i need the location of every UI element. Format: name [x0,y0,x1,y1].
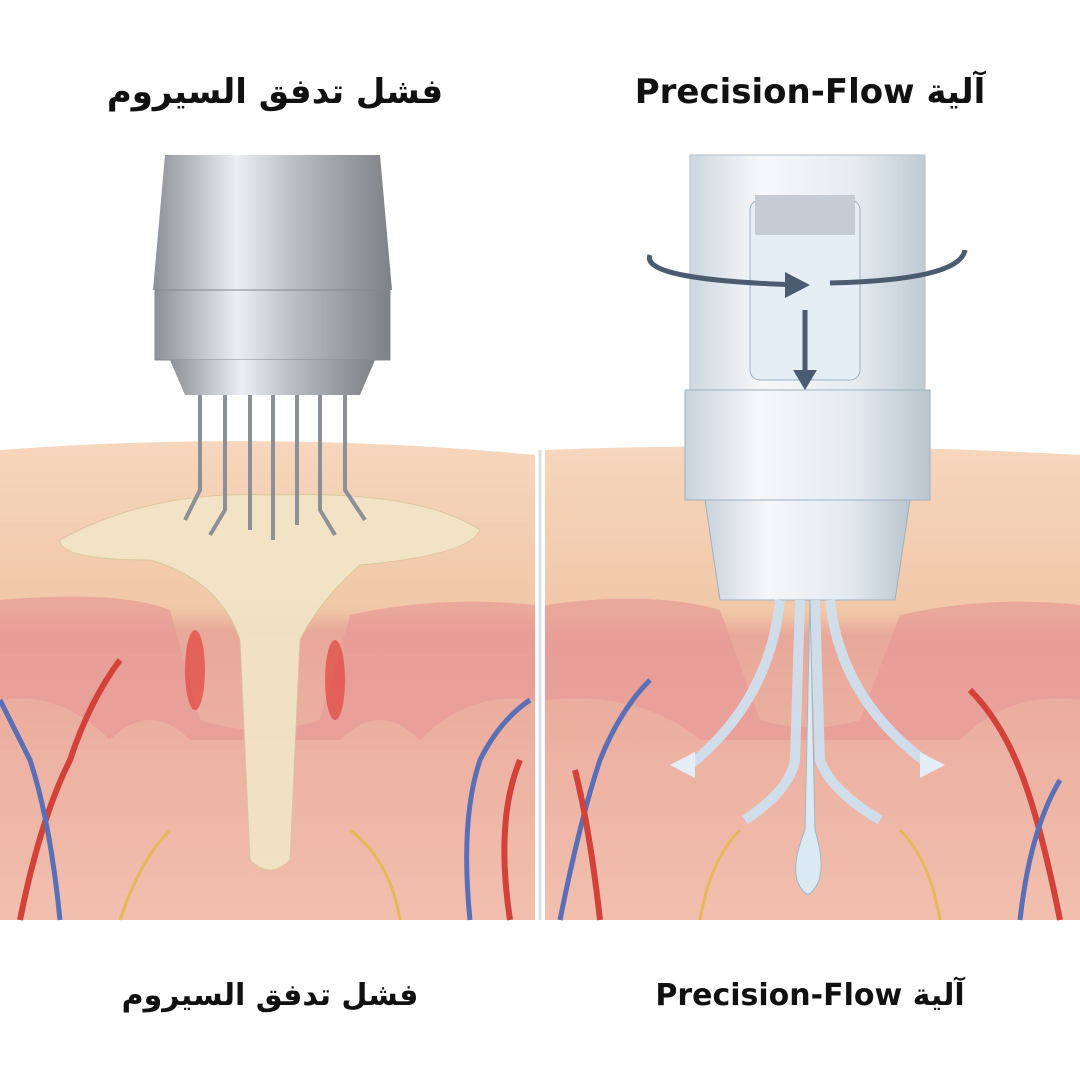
inflammation [185,630,205,710]
vein [0,698,63,921]
left-panel-title: فشل تدفق السيروم [106,72,444,112]
inflammation [325,640,345,720]
right-epidermis-cells [545,598,1080,740]
left-epidermis-cells [0,596,535,740]
needles [183,395,367,540]
artery [501,758,523,921]
right-panel-caption: آلية Precision-Flow [655,978,965,1013]
right-skin-section [545,446,1080,921]
nerve [118,828,172,921]
left-panel-caption: فشل تدفق السيروم [121,978,419,1013]
serum-droplet [795,599,822,896]
pooled-serum [59,493,481,871]
flow-arrow-icon [670,752,695,778]
vial-cap [755,195,855,235]
vein [557,678,652,921]
nerve [898,828,942,921]
precision-flow-device [646,154,968,601]
artery [17,658,123,921]
vein [464,697,532,921]
rotation-arrow-icon [646,254,801,288]
vein [1017,778,1063,921]
right-panel-title: آلية Precision-Flow [634,72,986,112]
arrow-head-icon [785,272,810,298]
flow-arrow-icon [920,752,945,778]
serum-channels [686,599,933,825]
metal-microneedle-device [153,155,392,540]
artery [967,687,1063,921]
nerve [698,828,742,921]
nerve [349,828,402,921]
artery [572,769,603,921]
